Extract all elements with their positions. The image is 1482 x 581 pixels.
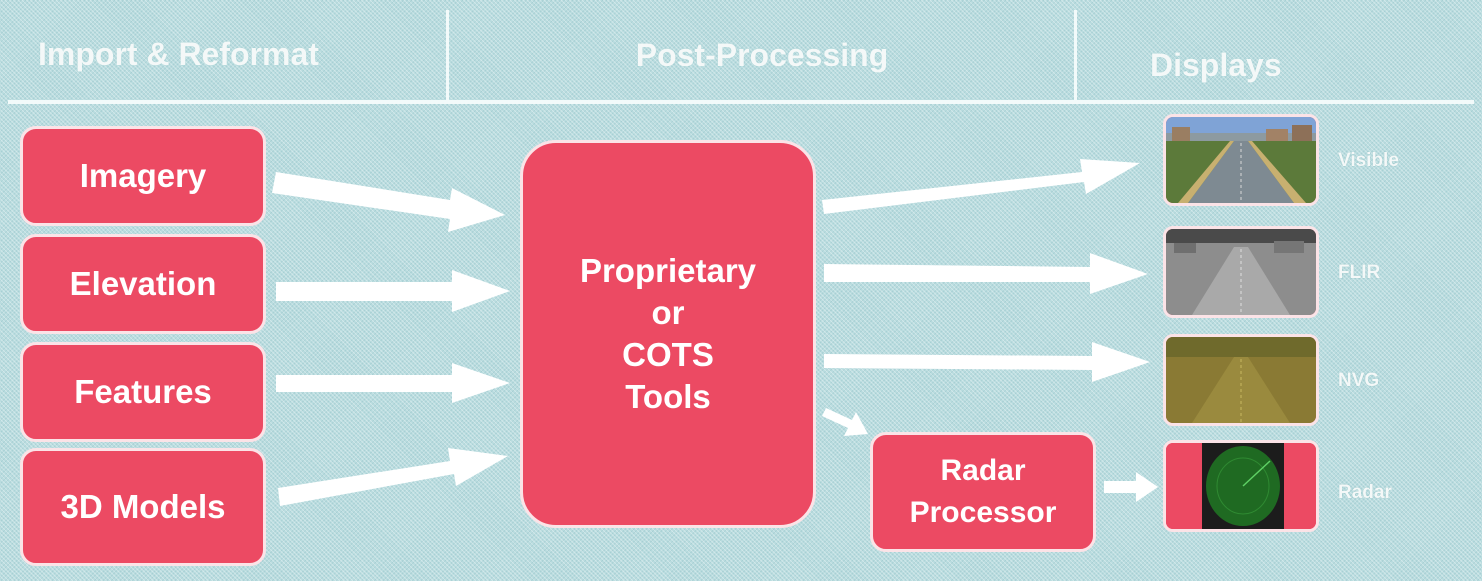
header-displays: Displays — [1150, 46, 1282, 83]
arrow-tools-to-flir — [824, 253, 1148, 294]
radar-proc-line-2: Processor — [909, 496, 1057, 529]
display-label-nvg: NVG — [1338, 370, 1380, 391]
input-elevation-box: Elevation — [20, 234, 266, 334]
flir-scene-thumbnail — [1163, 226, 1319, 318]
header-post-processing: Post-Processing — [635, 36, 889, 73]
display-label-visible: Visible — [1338, 150, 1399, 171]
input-features-box: Features — [20, 342, 266, 442]
header-divider — [446, 10, 449, 100]
arrow-elevation-to-tools — [276, 270, 510, 312]
visible-scene-thumbnail — [1163, 114, 1319, 206]
arrow-features-to-tools — [276, 363, 510, 403]
radar-processor-box: Radar Processor — [870, 432, 1096, 552]
header-divider — [1074, 10, 1077, 100]
header-underline — [8, 100, 1474, 104]
proc-line-2: or — [651, 294, 685, 331]
display-label-flir: FLIR — [1338, 262, 1381, 283]
proprietary-cots-tools-box: Proprietary or COTS Tools — [520, 140, 816, 528]
arrow-tools-to-nvg — [824, 342, 1150, 382]
nvg-scene-thumbnail — [1163, 334, 1319, 426]
proc-line-3: COTS — [622, 336, 714, 373]
header-import-reformat: Import & Reformat — [38, 36, 319, 72]
display-label-radar: Radar — [1338, 482, 1392, 503]
proc-line-4: Tools — [625, 378, 711, 415]
proc-line-1: Proprietary — [579, 252, 757, 289]
radar-scope-thumbnail — [1163, 440, 1319, 532]
arrow-tools-to-radar-processor — [822, 408, 868, 436]
input-imagery-box: Imagery — [20, 126, 266, 226]
arrow-models-to-tools — [278, 448, 508, 506]
input-3d-models-box: 3D Models — [20, 448, 266, 566]
arrow-radar-processor-to-radar — [1104, 472, 1158, 502]
radar-proc-line-1: Radar — [940, 454, 1026, 487]
arrow-tools-to-visible — [822, 159, 1140, 214]
arrow-imagery-to-tools — [272, 172, 505, 232]
